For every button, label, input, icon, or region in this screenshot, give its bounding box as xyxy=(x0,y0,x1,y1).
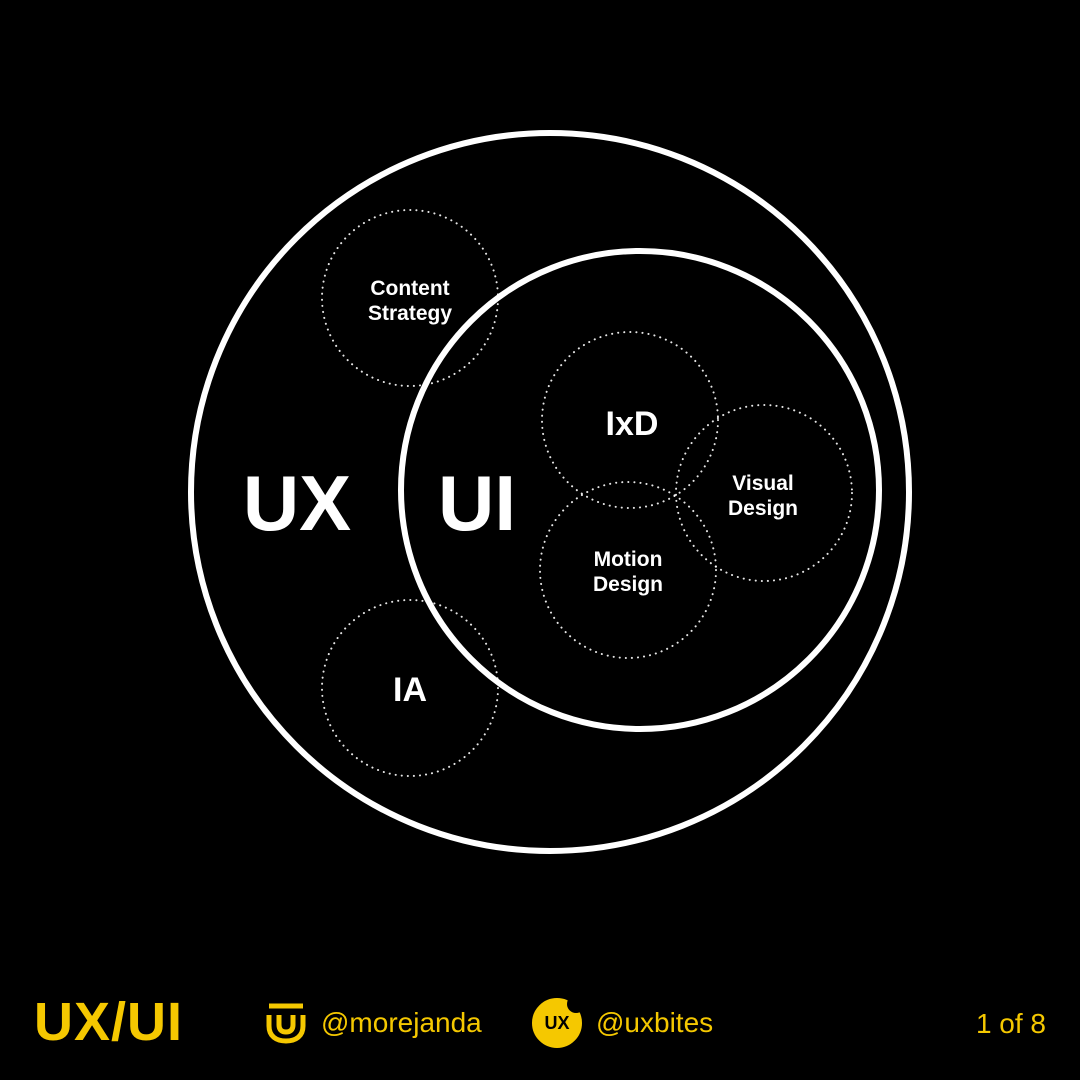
content-strategy-label-line2: Strategy xyxy=(368,302,452,325)
visual-design-label-line2: Design xyxy=(728,497,798,520)
uxbites-logo-text: UX xyxy=(544,1012,570,1033)
motion-design-circle xyxy=(539,481,717,659)
uxbites-handle-group[interactable]: UX @uxbites xyxy=(532,995,714,1048)
uxbites-handle[interactable]: @uxbites xyxy=(596,1007,714,1038)
morejanda-handle[interactable]: @morejanda xyxy=(321,1007,482,1038)
ux-outer-circle xyxy=(188,130,912,854)
motion-design-label-line2: Design xyxy=(593,573,663,596)
ia-circle xyxy=(321,599,499,777)
ixd-circle xyxy=(541,331,719,509)
uxbites-logo-icon: UX xyxy=(532,995,585,1048)
morejanda-handle-group[interactable]: @morejanda xyxy=(265,1000,482,1046)
page-counter: 1 of 8 xyxy=(975,1008,1046,1039)
morejanda-logo-icon xyxy=(266,1003,306,1044)
content-strategy-circle xyxy=(321,209,499,387)
uxbites-logo-bite xyxy=(567,995,585,1013)
ia-label: IA xyxy=(393,671,427,709)
ui-label: UI xyxy=(438,459,516,547)
ixd-label: IxD xyxy=(606,405,659,443)
content-strategy-label-line1: Content xyxy=(370,277,449,300)
ux-label: UX xyxy=(243,459,351,547)
visual-design-label-line1: Visual xyxy=(732,472,793,495)
motion-design-label-line1: Motion xyxy=(594,548,663,571)
footer-title: UX/UI xyxy=(34,992,184,1052)
visual-design-circle xyxy=(675,404,853,582)
ui-inner-circle xyxy=(398,248,882,732)
